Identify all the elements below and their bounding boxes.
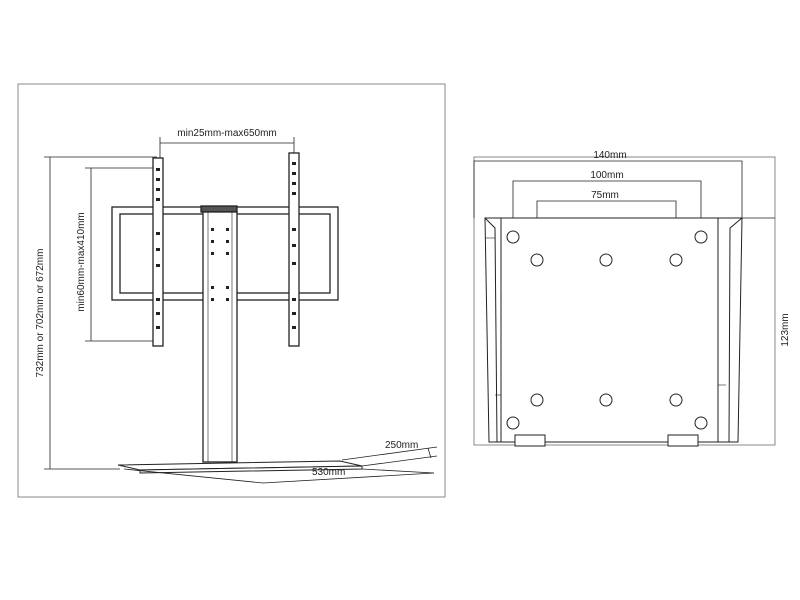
right-arm [288, 152, 300, 347]
base-width-dimension [123, 468, 435, 484]
vesa-width-dimension [159, 137, 295, 160]
base-depth-label: 250mm [385, 440, 418, 451]
vesa-width-label: min25mm-max650mm [177, 128, 276, 139]
bottom-clips [514, 434, 699, 447]
base-depth-dimension [341, 446, 438, 467]
stand-column [202, 211, 238, 463]
stand-frame [17, 83, 446, 498]
plate-panel: 140mm 100mm 75mm 123mm [473, 150, 791, 447]
left-arm [152, 157, 164, 347]
mid-width-dimension [512, 180, 702, 237]
screw-holes [506, 230, 708, 430]
mid-width-label: 100mm [590, 170, 623, 181]
total-height-dimension [44, 156, 157, 470]
outer-width-label: 140mm [593, 150, 626, 161]
stand-panel: min25mm-max650mm 732mm or 702mm or 672mm… [17, 83, 446, 498]
vesa-height-label: min60mm-max410mm [76, 212, 87, 311]
inner-width-label: 75mm [591, 190, 619, 201]
outer-width-dimension [473, 160, 743, 218]
base-width-label: 530mm [312, 467, 345, 478]
mounting-plate [484, 217, 743, 443]
vesa-height-dimension [85, 167, 157, 342]
total-height-label: 732mm or 702mm or 672mm [35, 249, 46, 378]
plate-height-label: 123mm [780, 313, 791, 346]
plate-frame [473, 156, 776, 446]
